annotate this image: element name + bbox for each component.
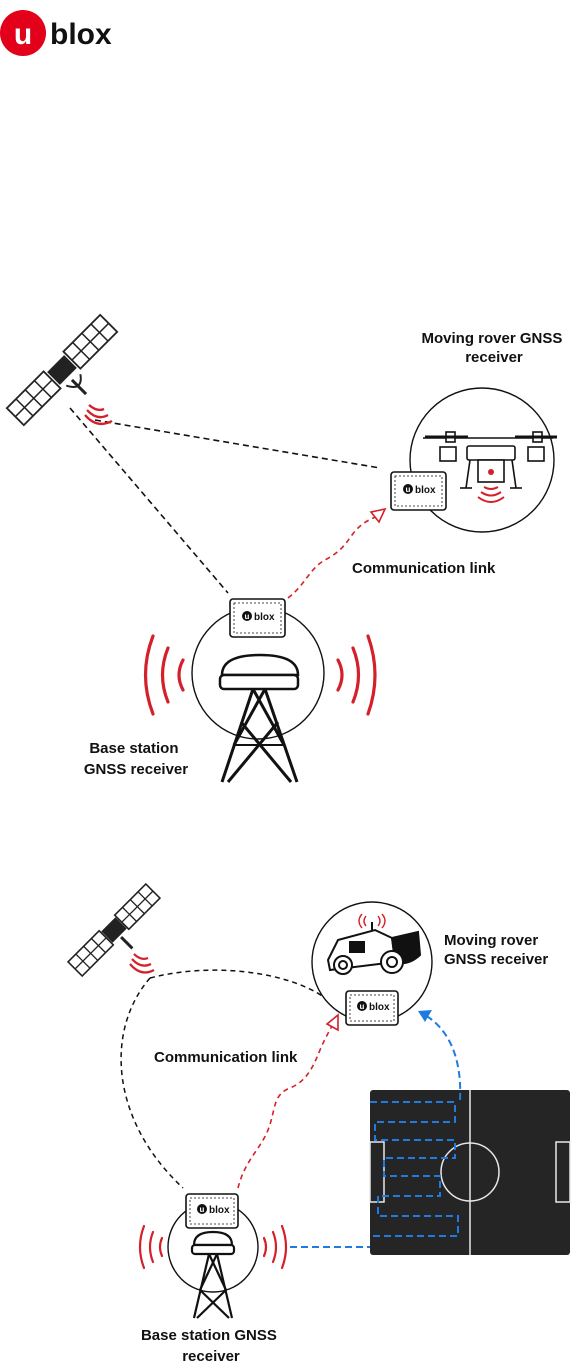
satellite-to-base-line <box>69 407 229 594</box>
rover-signal-icon <box>477 486 505 503</box>
antenna-tower-icon <box>190 1230 236 1319</box>
rover-path-arrow <box>418 1010 432 1022</box>
base-label: Base station GNSS receiver <box>84 740 188 778</box>
ublox-logo: u blox <box>0 10 112 56</box>
chip-text: blox <box>415 485 436 496</box>
satellite-icon <box>5 313 119 427</box>
satellite-signal-icon <box>129 953 155 974</box>
base-chip: u blox <box>229 598 286 638</box>
communication-link-arrow <box>325 1013 339 1032</box>
satellite-to-base-line <box>120 977 184 1189</box>
base-label: Base station GNSS receiver <box>141 1327 281 1365</box>
chip-letter: u <box>360 1002 365 1011</box>
communication-link-line <box>287 515 379 599</box>
rover-path-line <box>424 1014 462 1101</box>
antenna-tower-icon <box>218 653 300 783</box>
chip-letter: u <box>245 612 250 621</box>
rover-signal-icon <box>358 913 386 929</box>
rover-chip: u blox <box>390 471 447 511</box>
chip-letter: u <box>406 485 411 494</box>
drone-icon <box>423 431 557 489</box>
satellite-to-rover-line <box>149 969 331 1003</box>
mowing-path <box>370 1101 459 1237</box>
base-signal-icon <box>138 1224 288 1270</box>
communication-link-line <box>237 1021 335 1189</box>
satellite-to-rover-line <box>94 419 381 469</box>
communication-link-arrow <box>369 507 387 524</box>
base-chip: u blox <box>185 1193 239 1229</box>
satellite-icon <box>66 882 162 978</box>
chip-letter: u <box>200 1205 205 1214</box>
logo-letter: u <box>14 18 32 51</box>
logo-text: blox <box>50 18 112 51</box>
link-label: Communication link <box>154 1049 298 1066</box>
soccer-field <box>369 1090 571 1255</box>
diagram-bottom: u blox Moving rover GNSS receiver Commun <box>66 882 571 1365</box>
satellite-signal-icon <box>84 404 113 426</box>
base-signal-icon <box>143 634 377 716</box>
rover-label: Moving rover GNSS receiver <box>421 330 566 366</box>
chip-text: blox <box>369 1002 390 1013</box>
robot-mower-icon <box>326 922 422 975</box>
diagram-top: u blox Communication link Moving rover G… <box>5 313 566 783</box>
logo-circle <box>0 10 46 56</box>
chip-text: blox <box>209 1205 230 1216</box>
rover-label: Moving rover GNSS receiver <box>444 932 548 968</box>
chip-text: blox <box>254 612 275 623</box>
link-label: Communication link <box>352 560 496 577</box>
rover-chip: u blox <box>345 990 399 1026</box>
